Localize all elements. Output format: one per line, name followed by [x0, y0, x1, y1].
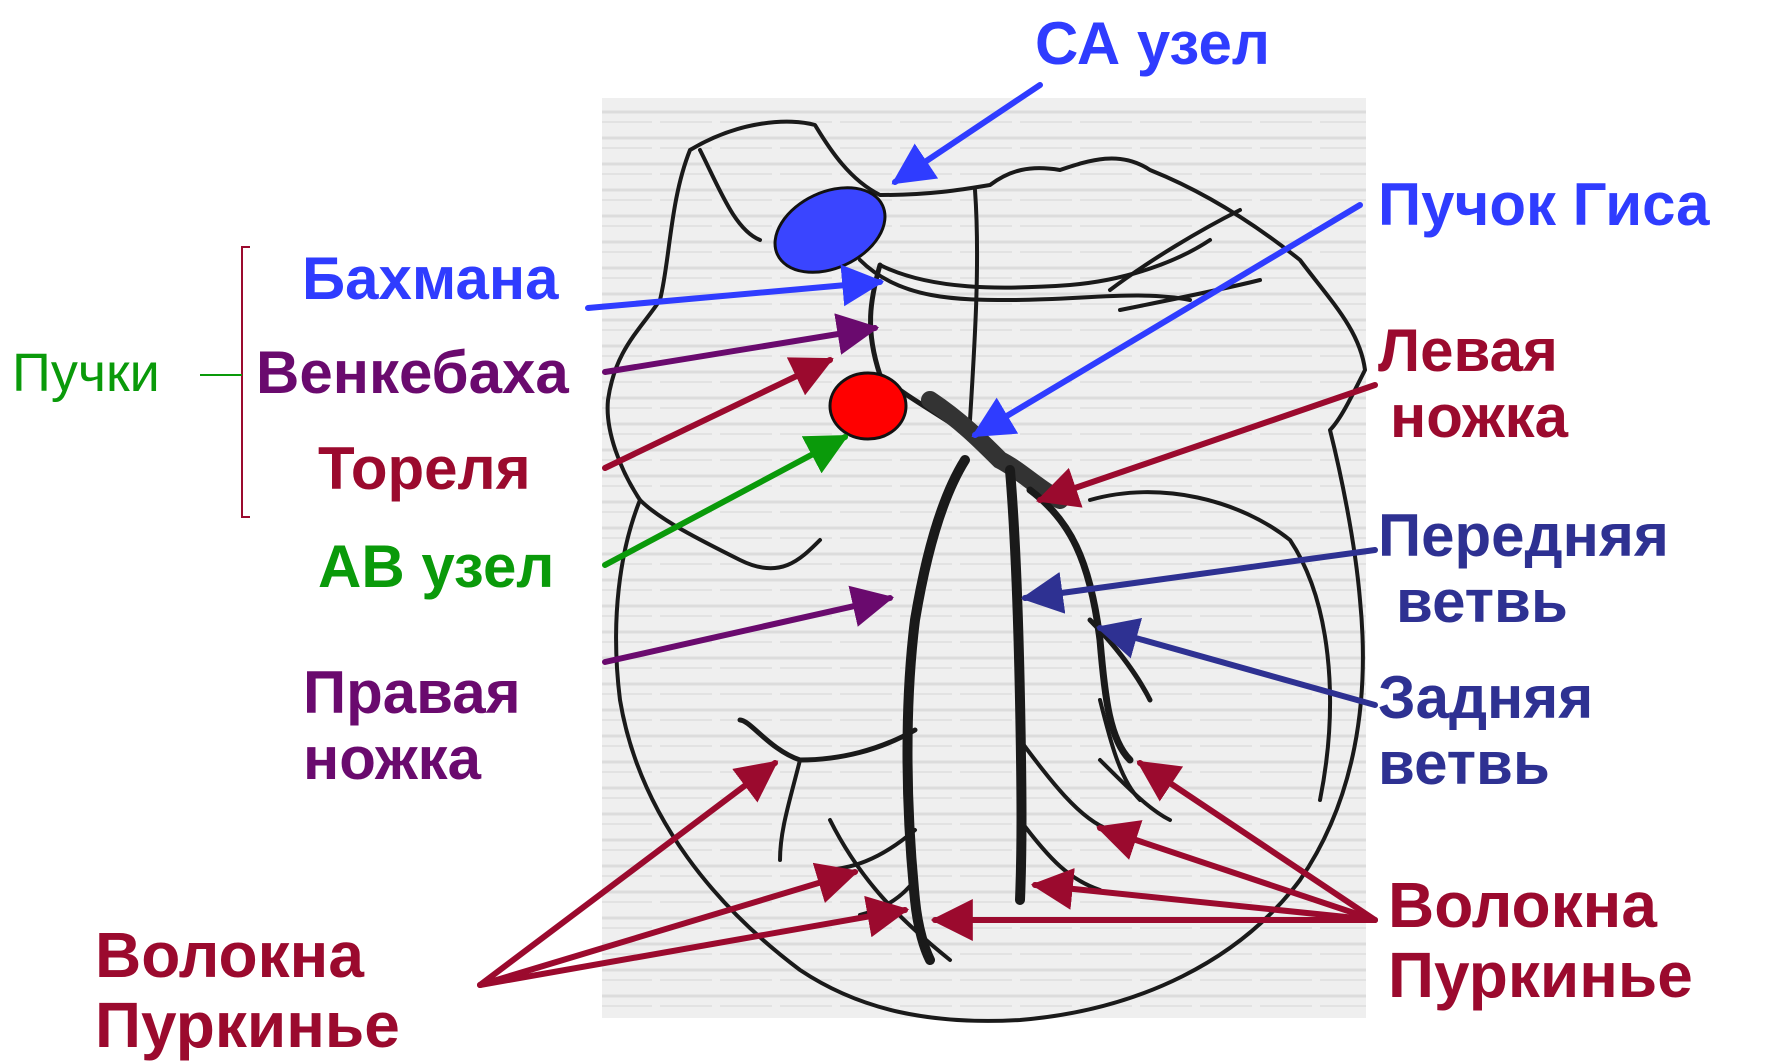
label-bachmann: Бахмана — [302, 247, 558, 311]
label-right-bundle: Правая ножка — [303, 660, 521, 792]
label-right-bundle-line2: ножка — [303, 726, 521, 792]
label-left-bundle: Левая ножка — [1378, 318, 1568, 450]
label-purkinje-left-line1: Волокна — [95, 920, 400, 990]
label-anterior-line2: ветвь — [1378, 569, 1669, 635]
label-sa-node: СА узел — [1035, 12, 1270, 76]
label-left-bundle-line1: Левая — [1378, 318, 1568, 384]
label-left-bundle-line2: ножка — [1378, 384, 1568, 450]
label-posterior-line2: ветвь — [1378, 731, 1593, 797]
label-bundles: Пучки — [12, 341, 160, 405]
bundles-bracket — [200, 247, 250, 517]
label-anterior-branch: Передняя ветвь — [1378, 503, 1669, 635]
label-purkinje-right-line2: Пуркинье — [1388, 940, 1693, 1010]
label-av-node: АВ узел — [318, 535, 554, 599]
label-purkinje-left: Волокна Пуркинье — [95, 920, 400, 1060]
label-posterior-branch: Задняя ветвь — [1378, 665, 1593, 797]
label-right-bundle-line1: Правая — [303, 660, 521, 726]
label-his-bundle: Пучок Гиса — [1378, 173, 1710, 237]
label-anterior-line1: Передняя — [1378, 503, 1669, 569]
label-purkinje-right: Волокна Пуркинье — [1388, 870, 1693, 1010]
label-purkinje-right-line1: Волокна — [1388, 870, 1693, 940]
label-posterior-line1: Задняя — [1378, 665, 1593, 731]
av-node — [830, 373, 906, 439]
label-purkinje-left-line2: Пуркинье — [95, 990, 400, 1060]
label-wenckebach: Венкебаха — [256, 341, 569, 405]
label-thorel: Тореля — [318, 437, 531, 501]
